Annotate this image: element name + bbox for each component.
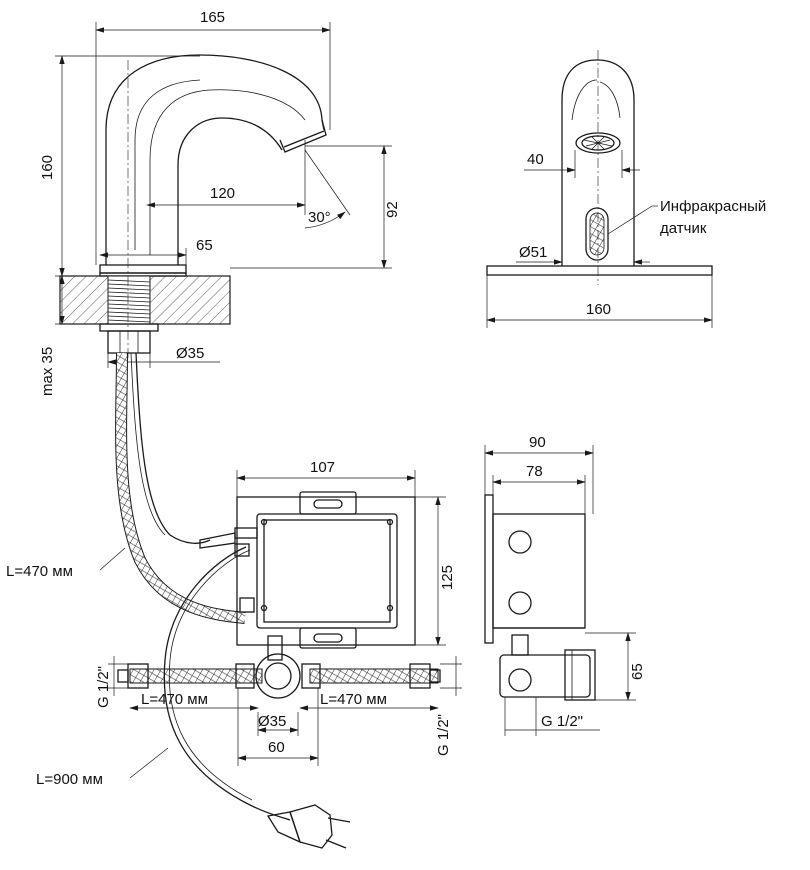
control-box-front-view: 107 125 G 1/2" L=470 мм L=470 мм Ø35 60 …: [36, 459, 462, 849]
label-cable-900: L=900 мм: [36, 771, 103, 788]
faucet-side-view: 165 160 120 30° 92 65 max 35 Ø35: [6, 9, 401, 624]
power-cable: [163, 546, 291, 821]
control-box-side-view: 90 78 65 G 1/2": [484, 434, 646, 736]
box-cover: [263, 519, 391, 623]
stud-lower: [107, 330, 151, 354]
faucet-base-ring: [99, 264, 187, 274]
dim-dia-51: Ø51: [519, 244, 547, 261]
faucet-front-view: 40 Ø51 160 Инфракрасный датчик: [486, 50, 766, 328]
label-infrared-sensor-line2: датчик: [660, 220, 707, 237]
dim-107: 107: [310, 459, 335, 476]
dim-90: 90: [529, 434, 546, 451]
dim-165: 165: [200, 9, 225, 26]
dim-angle-30: 30°: [308, 209, 331, 226]
label-hose-470-right: L=470 мм: [320, 691, 387, 708]
dim-40: 40: [527, 151, 544, 168]
valve-body: [255, 653, 301, 699]
hose-left: [129, 668, 263, 684]
dim-max-35: max 35: [39, 347, 56, 396]
dim-78: 78: [526, 463, 543, 480]
box-top-tab: [299, 491, 357, 515]
dim-g-right: G 1/2": [435, 714, 452, 756]
dim-92: 92: [384, 201, 401, 218]
sensor-cable: [135, 352, 211, 544]
spout-highlight: [149, 89, 306, 255]
dim-120: 120: [210, 185, 235, 202]
dim-g-bottom: G 1/2": [541, 713, 583, 730]
power-plug: [289, 804, 333, 849]
dim-60: 60: [268, 739, 285, 756]
label-infrared-sensor-line1: Инфракрасный: [660, 198, 766, 215]
front-base-plate: [486, 265, 713, 276]
box-housing: [256, 513, 398, 629]
spout-outline-outer: [105, 54, 325, 265]
dim-dia-35-valve: Ø35: [258, 713, 286, 730]
spout-outline-inner: [177, 117, 283, 265]
dim-160-base: 160: [586, 301, 611, 318]
dim-160-height: 160: [39, 155, 56, 180]
valve-pipe: [267, 635, 283, 661]
side-housing: [492, 513, 586, 629]
side-outlet: [564, 649, 596, 701]
front-spout-outline: [561, 59, 635, 266]
braided-hose-main: [115, 352, 246, 624]
fixing-nut: [99, 323, 159, 332]
side-mounting-plate: [484, 494, 494, 644]
box-mounting-plate: [236, 496, 416, 646]
dim-65-base: 65: [196, 237, 213, 254]
label-hose-470-left: L=470 мм: [141, 691, 208, 708]
dim-125: 125: [439, 565, 456, 590]
side-knob-top: [508, 530, 532, 554]
label-hose-470-main: L=470 мм: [6, 563, 73, 580]
dim-dia-35: Ø35: [176, 345, 204, 362]
dim-g-left: G 1/2": [95, 666, 112, 708]
side-knob-bottom: [508, 591, 532, 615]
dim-65-side: 65: [629, 663, 646, 680]
hose-right: [309, 668, 439, 684]
side-valve-body: [499, 654, 591, 698]
spout-tip: [279, 119, 327, 153]
connector-sensor: [234, 527, 258, 539]
